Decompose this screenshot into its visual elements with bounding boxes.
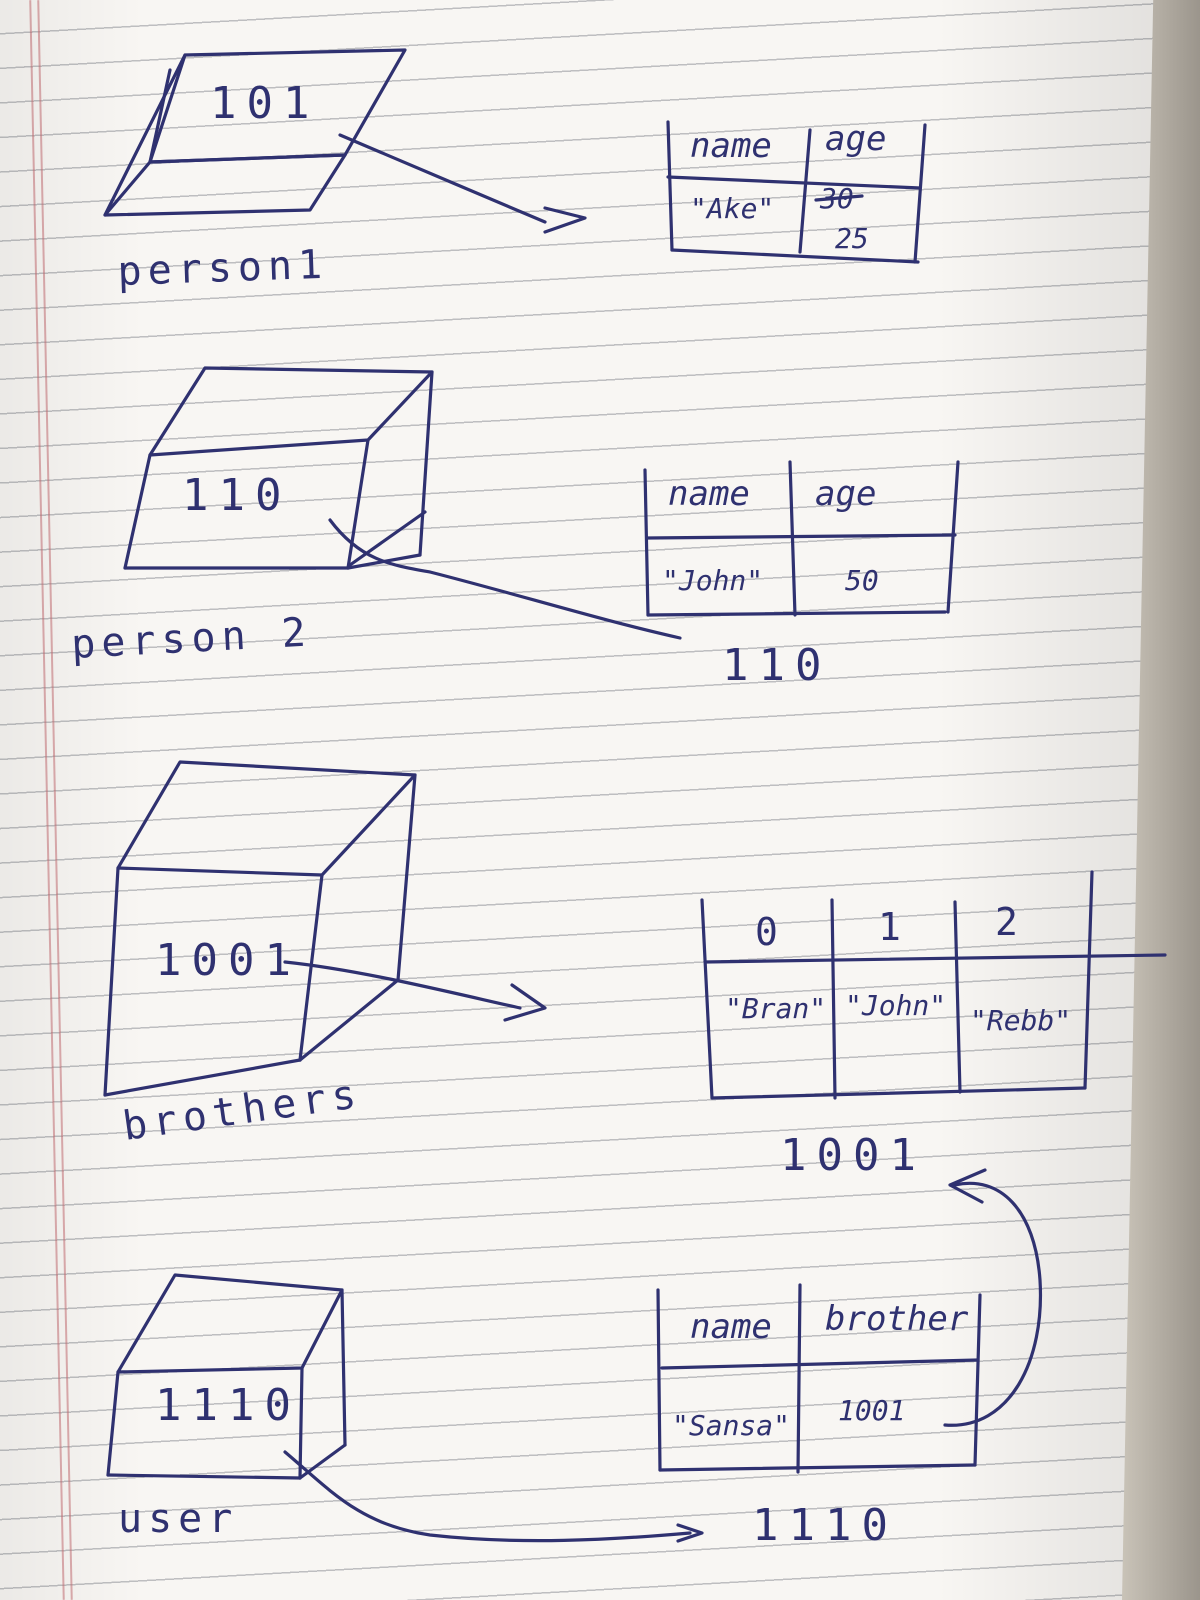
person2-variable-box (123, 366, 434, 570)
person1-table-header-name: name (690, 126, 772, 166)
user-table-address: 1110 (752, 1500, 898, 1551)
brothers-array-address: 1001 (780, 1130, 926, 1181)
person2-table-age-value: 50 (845, 564, 879, 597)
brothers-array-value-1: "John" (845, 989, 946, 1022)
user-pointer-arrow (283, 1450, 704, 1543)
brothers-array-index-1: 1 (878, 905, 901, 949)
person2-table-name-value: "John" (662, 564, 763, 597)
brothers-label: brothers (120, 1071, 365, 1150)
person1-pointer-arrow (338, 133, 587, 234)
brothers-pointer-arrow (283, 960, 547, 1022)
person2-table (643, 460, 960, 617)
person1-table-name-value: "Ake" (690, 192, 774, 225)
user-address: 1110 (155, 1380, 301, 1431)
brothers-block: 1001 brothers 0 1 2 "Bran" "John" "Rebb"… (103, 760, 1167, 1181)
user-variable-box (106, 1273, 347, 1480)
brothers-address: 1001 (155, 935, 301, 986)
person1-variable-box (103, 48, 407, 217)
brothers-array (700, 870, 1167, 1100)
person2-label: person 2 (70, 609, 313, 668)
brothers-array-value-2: "Rebb" (970, 1004, 1071, 1037)
person2-table-header-age: age (815, 474, 876, 514)
brothers-variable-box (103, 760, 417, 1097)
person1-block: 101 person1 name age "Ake" 30 25 (103, 48, 927, 295)
brothers-array-value-0: "Bran" (725, 992, 826, 1025)
user-table-name-value: "Sansa" (672, 1409, 790, 1442)
brothers-array-index-0: 0 (755, 910, 778, 954)
user-table-header-name: name (690, 1307, 772, 1347)
person2-table-header-name: name (668, 474, 750, 514)
user-table-header-brother: brother (825, 1299, 969, 1339)
person2-pointer-line (328, 518, 682, 640)
user-table (656, 1283, 982, 1474)
person1-label: person1 (117, 242, 329, 295)
person1-address: 101 (210, 78, 319, 129)
person1-table-header-age: age (825, 119, 886, 159)
person2-address: 110 (182, 470, 291, 521)
user-label: user (118, 1496, 238, 1542)
user-block: 1110 user name brother "Sansa" 1001 1110 (106, 1168, 1043, 1551)
person1-table-age-new: 25 (835, 222, 869, 255)
person2-block: 110 person 2 name age "John" 50 110 (70, 366, 960, 691)
reference-arrow-to-1001 (943, 1168, 1043, 1427)
user-table-brother-value: 1001 (838, 1394, 905, 1427)
person2-table-address: 110 (722, 640, 831, 691)
person1-table (666, 120, 927, 264)
brothers-array-index-2: 2 (995, 900, 1018, 944)
strikethrough (814, 194, 864, 202)
